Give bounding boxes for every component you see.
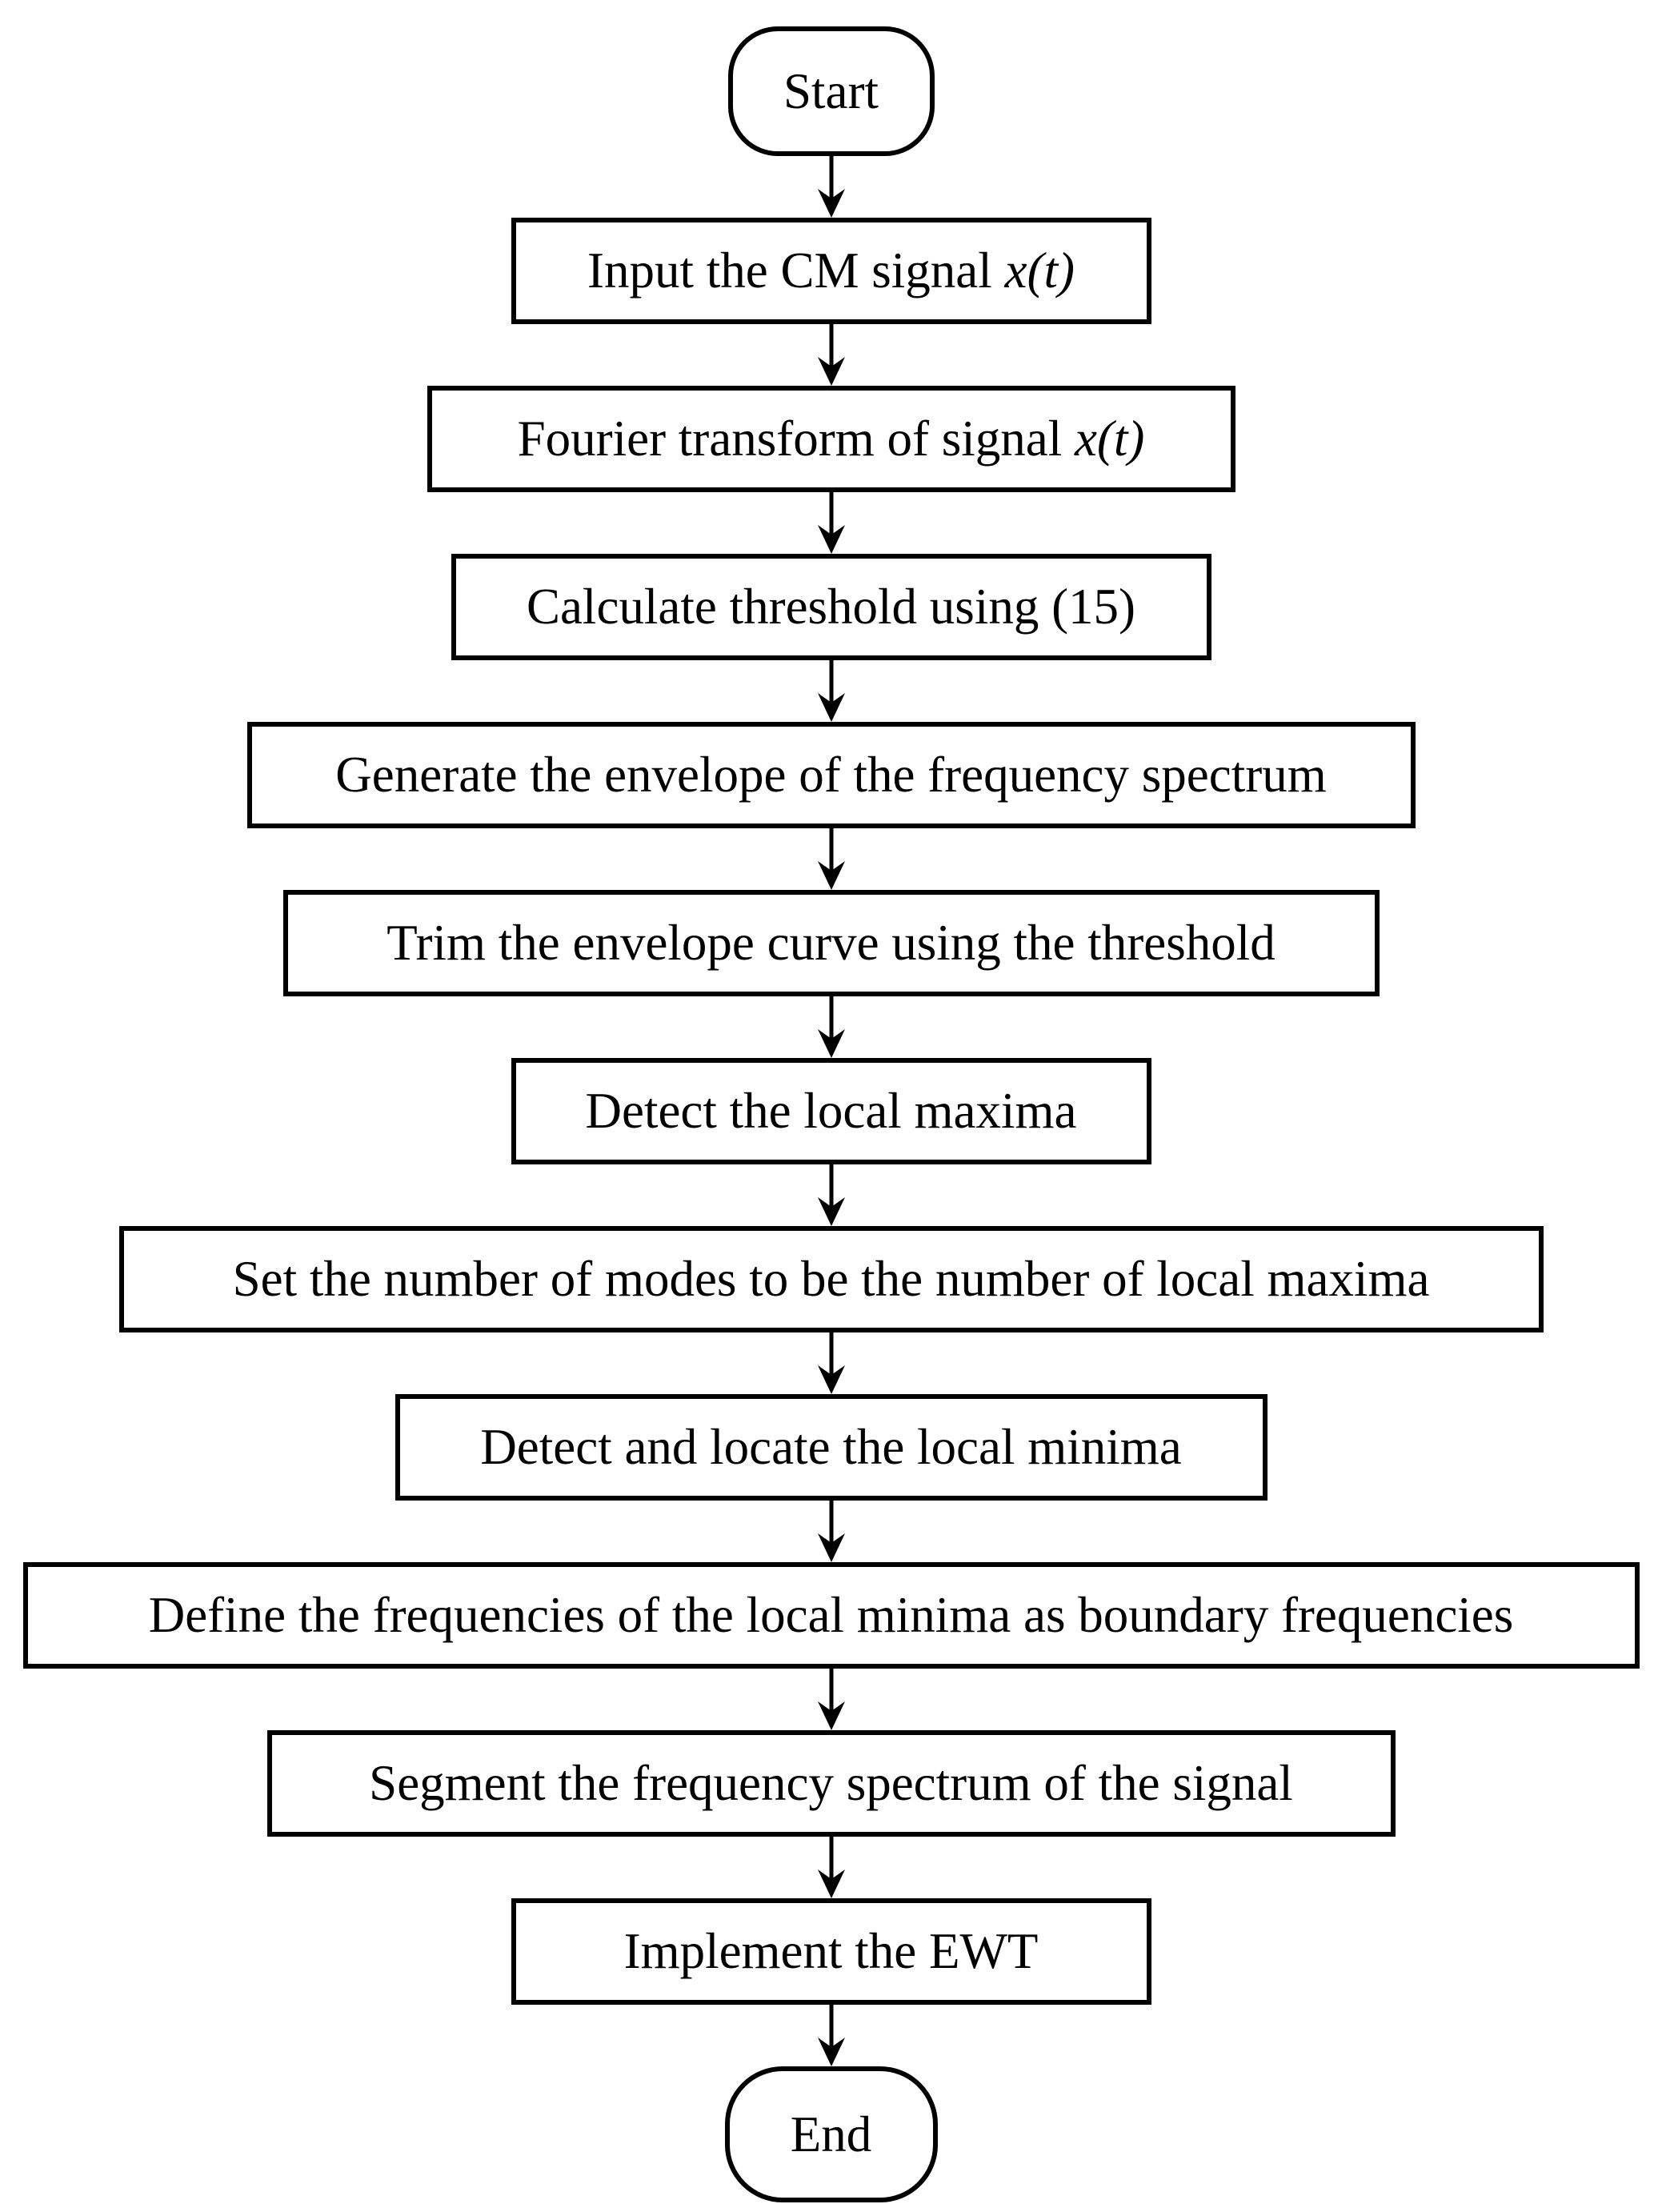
- down-arrow-icon: [817, 492, 845, 554]
- step-label: Segment the frequency spectrum of the si…: [369, 1755, 1293, 1811]
- down-arrow-icon: [817, 1669, 845, 1730]
- step-label: Set the number of modes to be the number…: [232, 1251, 1430, 1307]
- step-fourier-transform: Fourier transform of signal x(t): [427, 386, 1235, 492]
- step-trim-envelope: Trim the envelope curve using the thresh…: [282, 890, 1380, 996]
- step-label: Define the frequencies of the local mini…: [148, 1587, 1514, 1643]
- down-arrow-icon: [817, 660, 845, 722]
- step-input-cm-signal: Input the CM signal x(t): [511, 218, 1151, 324]
- down-arrow-icon: [817, 324, 845, 386]
- step-set-number-of-modes: Set the number of modes to be the number…: [118, 1226, 1544, 1332]
- down-arrow-icon: [817, 2005, 845, 2066]
- down-arrow-icon: [817, 996, 845, 1058]
- step-label: Implement the EWT: [623, 1923, 1039, 1979]
- down-arrow-icon: [817, 156, 845, 218]
- step-label: Generate the envelope of the frequency s…: [335, 747, 1327, 803]
- end-label: End: [790, 2106, 872, 2162]
- math-expression: x(t): [1074, 411, 1145, 467]
- step-label: Calculate threshold using (15): [526, 579, 1136, 635]
- step-label: Fourier transform of signal: [517, 411, 1075, 467]
- down-arrow-icon: [817, 828, 845, 890]
- step-detect-local-maxima: Detect the local maxima: [511, 1058, 1151, 1164]
- down-arrow-icon: [817, 1332, 845, 1394]
- step-define-boundary-frequencies: Define the frequencies of the local mini…: [22, 1562, 1640, 1669]
- down-arrow-icon: [817, 1501, 845, 1562]
- step-label: Detect and locate the local minima: [480, 1419, 1182, 1475]
- step-label: Trim the envelope curve using the thresh…: [386, 915, 1276, 971]
- step-label: Input the CM signal: [587, 242, 1005, 299]
- down-arrow-icon: [817, 1837, 845, 1898]
- step-implement-ewt: Implement the EWT: [511, 1898, 1151, 2005]
- step-generate-envelope: Generate the envelope of the frequency s…: [246, 722, 1416, 828]
- flow-end-terminator: End: [724, 2066, 938, 2202]
- math-expression: x(t): [1004, 242, 1075, 299]
- step-calculate-threshold: Calculate threshold using (15): [451, 554, 1211, 660]
- flow-start-terminator: Start: [727, 26, 935, 156]
- step-detect-local-minima: Detect and locate the local minima: [394, 1394, 1268, 1501]
- step-label: Detect the local maxima: [585, 1083, 1077, 1139]
- down-arrow-icon: [817, 1164, 845, 1226]
- start-label: Start: [783, 62, 879, 119]
- step-segment-spectrum: Segment the frequency spectrum of the si…: [266, 1730, 1396, 1837]
